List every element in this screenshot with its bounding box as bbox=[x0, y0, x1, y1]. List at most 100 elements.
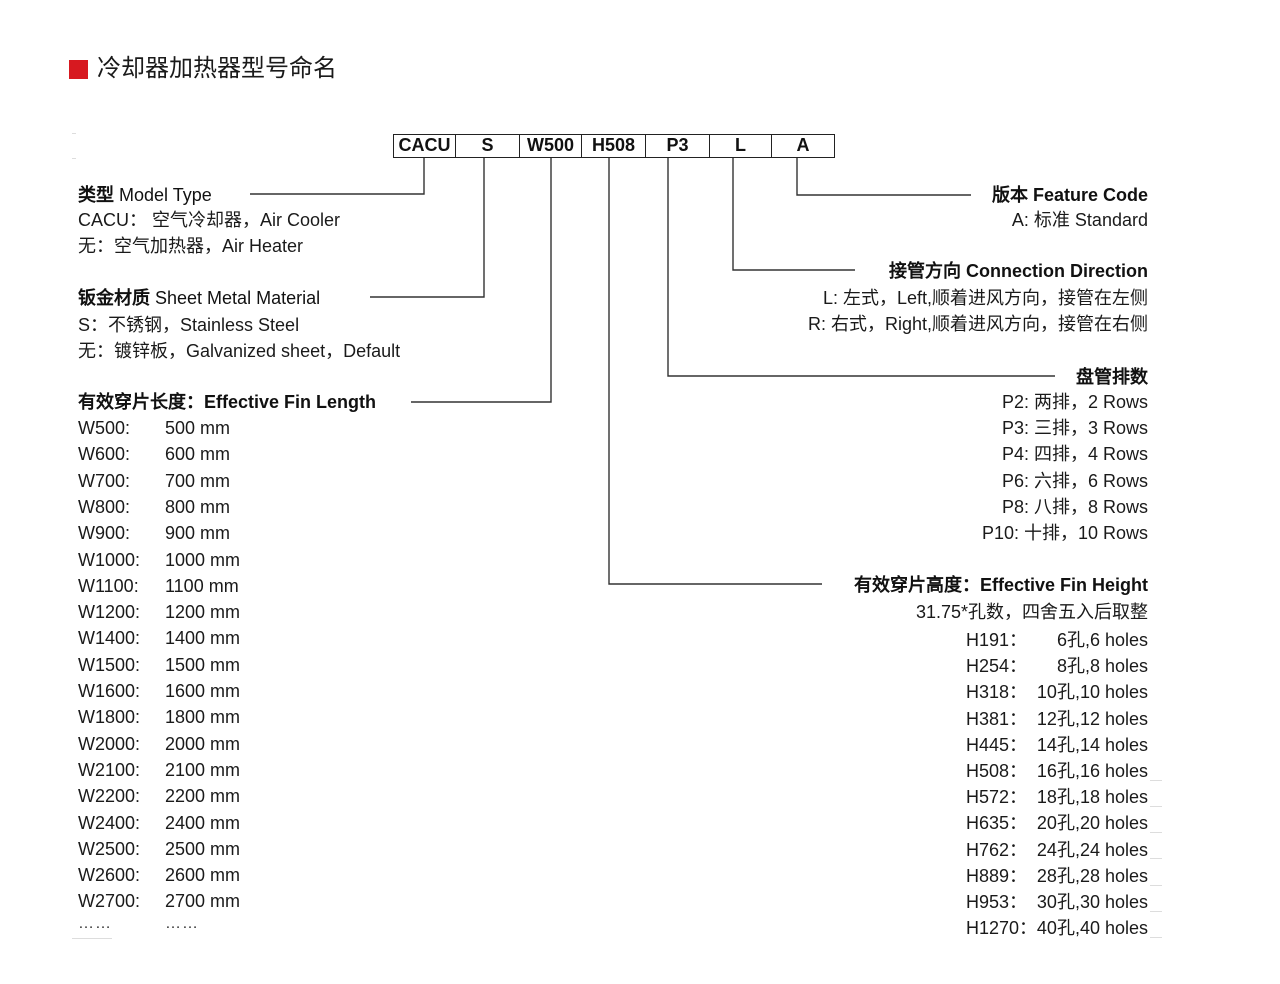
fin-height-value: 12孔,12 holes bbox=[1036, 708, 1148, 729]
fin-length-code: W2000: bbox=[78, 733, 141, 754]
fin-height-value: 28孔,28 holes bbox=[1036, 865, 1148, 886]
fin-length-code: W2700: bbox=[78, 891, 141, 912]
fin-length-code: W1500: bbox=[78, 654, 141, 675]
fin-length-code: W1800: bbox=[78, 707, 141, 728]
faint-tick bbox=[1150, 885, 1162, 886]
faint-tick bbox=[1150, 780, 1162, 781]
code-box-fin-length: W500 bbox=[519, 134, 582, 158]
fin-height-code: H953： bbox=[966, 892, 1028, 912]
fin-height-value: 10孔,10 holes bbox=[1036, 682, 1148, 703]
fin-length-value: 900 mm bbox=[165, 523, 231, 544]
fin-height-heading: 有效穿片高度：Effective Fin Height bbox=[853, 575, 1148, 595]
rows-heading: 盘管排数 bbox=[1076, 367, 1148, 387]
fin-length-value: 1100 mm bbox=[165, 575, 239, 596]
fin-height-value: 8孔,8 holes bbox=[1056, 656, 1148, 677]
material-line: S：不锈钢，Stainless Steel bbox=[78, 315, 300, 335]
rows-item: P2: 两排，2 Rows bbox=[1001, 392, 1148, 412]
material-heading: 钣金材质 Sheet Metal Material bbox=[78, 288, 321, 308]
fin-length-code: W2100: bbox=[78, 759, 141, 780]
fin-height-value: 18孔,18 holes bbox=[1036, 787, 1148, 808]
fin-length-code: W800: bbox=[78, 496, 131, 517]
rows-item: P3: 三排，3 Rows bbox=[1001, 418, 1148, 439]
fin-length-value: 2400 mm bbox=[165, 812, 241, 833]
code-box-rows: P3 bbox=[645, 134, 710, 158]
fin-length-value: 500 mm bbox=[165, 418, 231, 438]
fin-height-code: H572： bbox=[966, 787, 1028, 808]
connector-fin-length bbox=[411, 158, 552, 403]
fin-height-code: H445： bbox=[966, 734, 1028, 755]
fin-length-code: W1100: bbox=[78, 575, 139, 596]
fin-height-code: H635： bbox=[966, 813, 1028, 834]
fin-length-value: 2200 mm bbox=[165, 786, 241, 807]
fin-height-code: H318： bbox=[966, 682, 1028, 703]
fin-length-value: 700 mm bbox=[165, 470, 231, 491]
faint-tick bbox=[1150, 858, 1162, 859]
fin-height-value: 40孔,40 holes bbox=[1036, 918, 1148, 939]
code-box-feature-code: A bbox=[771, 134, 835, 158]
fin-length-code: W1000: bbox=[78, 549, 141, 570]
connector-fin-height bbox=[608, 158, 822, 585]
fin-length-code: W500: bbox=[78, 418, 131, 438]
connection-line: L: 左式，Left,顺着进风方向，接管在左侧 bbox=[822, 288, 1148, 308]
fin-length-code: W1600: bbox=[78, 681, 141, 701]
fin-height-code: H1270： bbox=[966, 918, 1038, 939]
fin-height-value: 24孔,24 holes bbox=[1036, 839, 1148, 860]
fin-height-value: 16孔,16 holes bbox=[1036, 761, 1148, 781]
fin-length-value: 2000 mm bbox=[165, 733, 241, 754]
fin-length-code: W900: bbox=[78, 523, 131, 544]
connector-model-type bbox=[250, 158, 425, 195]
connector-connection bbox=[732, 158, 855, 271]
faint-tick bbox=[1150, 937, 1162, 938]
fin-length-code: W1200: bbox=[78, 602, 141, 623]
faint-tick bbox=[1150, 806, 1162, 807]
fin-height-value: 6孔,6 holes bbox=[1056, 630, 1148, 650]
fin-length-code: W2400: bbox=[78, 812, 141, 833]
code-box-material: S bbox=[455, 134, 520, 158]
fin-height-code: H191： bbox=[966, 630, 1028, 650]
connector-feature-code bbox=[796, 158, 971, 196]
model-type-line: 无：空气加热器，Air Heater bbox=[78, 236, 304, 256]
fin-height-code: H254： bbox=[966, 656, 1028, 677]
connection-heading: 接管方向 Connection Direction bbox=[888, 261, 1148, 281]
fin-length-value: 1600 mm bbox=[165, 681, 241, 701]
fin-length-value: 1400 mm bbox=[165, 628, 241, 649]
fin-length-value: 1200 mm bbox=[165, 602, 241, 623]
fin-height-code: H508： bbox=[966, 761, 1028, 781]
connection-line: R: 右式，Right,顺着进风方向，接管在右侧 bbox=[807, 314, 1148, 334]
faint-tick bbox=[72, 938, 112, 939]
fin-length-value: 1800 mm bbox=[165, 707, 241, 728]
page-title: 冷却器加热器型号命名 bbox=[97, 55, 337, 82]
fin-length-code: W1400: bbox=[78, 628, 141, 649]
fin-length-heading: 有效穿片长度：Effective Fin Length bbox=[78, 392, 377, 412]
fin-height-code: H762： bbox=[966, 839, 1028, 860]
fin-height-note: 31.75*孔数，四舍五入后取整 bbox=[915, 602, 1148, 622]
fin-length-value: 1000 mm bbox=[165, 549, 241, 570]
feature-code-heading: 版本 Feature Code bbox=[991, 185, 1148, 205]
faint-tick bbox=[1150, 832, 1162, 833]
faint-tick bbox=[1150, 911, 1162, 912]
rows-item: P10: 十排，10 Rows bbox=[981, 523, 1148, 543]
code-box-model-type: CACU bbox=[393, 134, 456, 158]
faint-tick bbox=[72, 133, 76, 134]
connector-rows bbox=[667, 158, 1055, 377]
fin-height-value: 14孔,14 holes bbox=[1036, 734, 1148, 755]
fin-length-value: 2100 mm bbox=[165, 759, 241, 780]
fin-length-value: 2600 mm bbox=[165, 865, 241, 886]
fin-length-code: W2500: bbox=[78, 838, 141, 859]
fin-length-code: W700: bbox=[78, 470, 131, 491]
model-type-line: CACU： 空气冷却器，Air Cooler bbox=[78, 210, 341, 230]
fin-length-value: 600 mm bbox=[165, 444, 231, 465]
fin-height-value: 20孔,20 holes bbox=[1036, 813, 1148, 834]
fin-length-more-code: …… bbox=[78, 915, 112, 932]
fin-length-value: 1500 mm bbox=[165, 654, 241, 675]
fin-length-value: 800 mm bbox=[165, 496, 231, 517]
title-marker-icon bbox=[69, 60, 88, 79]
feature-code-line: A: 标准 Standard bbox=[1011, 210, 1148, 230]
faint-tick bbox=[72, 158, 76, 159]
code-box-connection: L bbox=[709, 134, 772, 158]
fin-length-more-value: …… bbox=[165, 915, 199, 932]
rows-item: P6: 六排，6 Rows bbox=[1001, 470, 1148, 491]
fin-length-value: 2500 mm bbox=[165, 838, 241, 859]
model-type-heading: 类型 Model Type bbox=[78, 185, 212, 205]
